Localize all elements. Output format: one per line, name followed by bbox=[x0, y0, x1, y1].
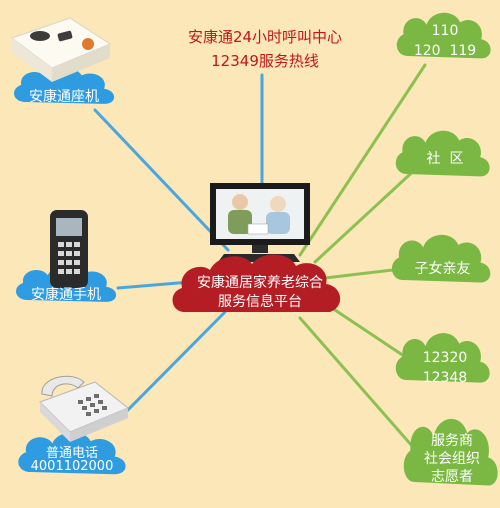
line-to-desk-phone bbox=[116, 310, 227, 422]
line-to-mobile bbox=[116, 280, 192, 290]
hotline-number: 12349服务热线 bbox=[211, 52, 319, 70]
desk-telephone-icon bbox=[39, 375, 129, 442]
device-label-desk-phone: 普通电话 bbox=[45, 446, 98, 461]
line-to-community bbox=[313, 163, 422, 264]
group-hotlines-line2: 12348 bbox=[422, 370, 468, 386]
elder-mobile-phone-icon bbox=[50, 210, 88, 288]
center-platform-line1: 安康通居家养老综合 bbox=[197, 275, 323, 291]
center-platform-line2: 服务信息平台 bbox=[218, 294, 302, 310]
device-label-mobile: 安康通手机 bbox=[31, 287, 101, 303]
group-community: 社 区 bbox=[426, 151, 464, 167]
line-to-service bbox=[298, 316, 422, 457]
group-service-line3: 志愿者 bbox=[431, 469, 473, 485]
group-hotlines-line1: 12320 bbox=[422, 350, 468, 366]
hotline-title: 安康通24小时呼叫中心 bbox=[187, 28, 343, 46]
center-platform-cloud bbox=[172, 254, 341, 312]
group-service-line1: 服务商 bbox=[431, 433, 473, 449]
landline-terminal-icon bbox=[10, 17, 112, 82]
device-label-landline: 安康通座机 bbox=[29, 89, 99, 105]
group-emergency-line1: 110 bbox=[431, 23, 459, 39]
line-to-110 bbox=[298, 63, 427, 257]
group-service-line2: 社会组织 bbox=[424, 451, 480, 467]
line-to-landline bbox=[93, 108, 230, 252]
device-number-desk-phone: 4001102000 bbox=[30, 459, 114, 474]
green-clouds bbox=[391, 12, 498, 486]
connector-lines bbox=[93, 63, 427, 457]
computer-monitor-icon bbox=[210, 183, 310, 262]
group-family: 子女亲友 bbox=[414, 261, 471, 277]
line-to-12320 bbox=[318, 298, 412, 362]
group-emergency-line2: 120 119 bbox=[413, 43, 477, 59]
